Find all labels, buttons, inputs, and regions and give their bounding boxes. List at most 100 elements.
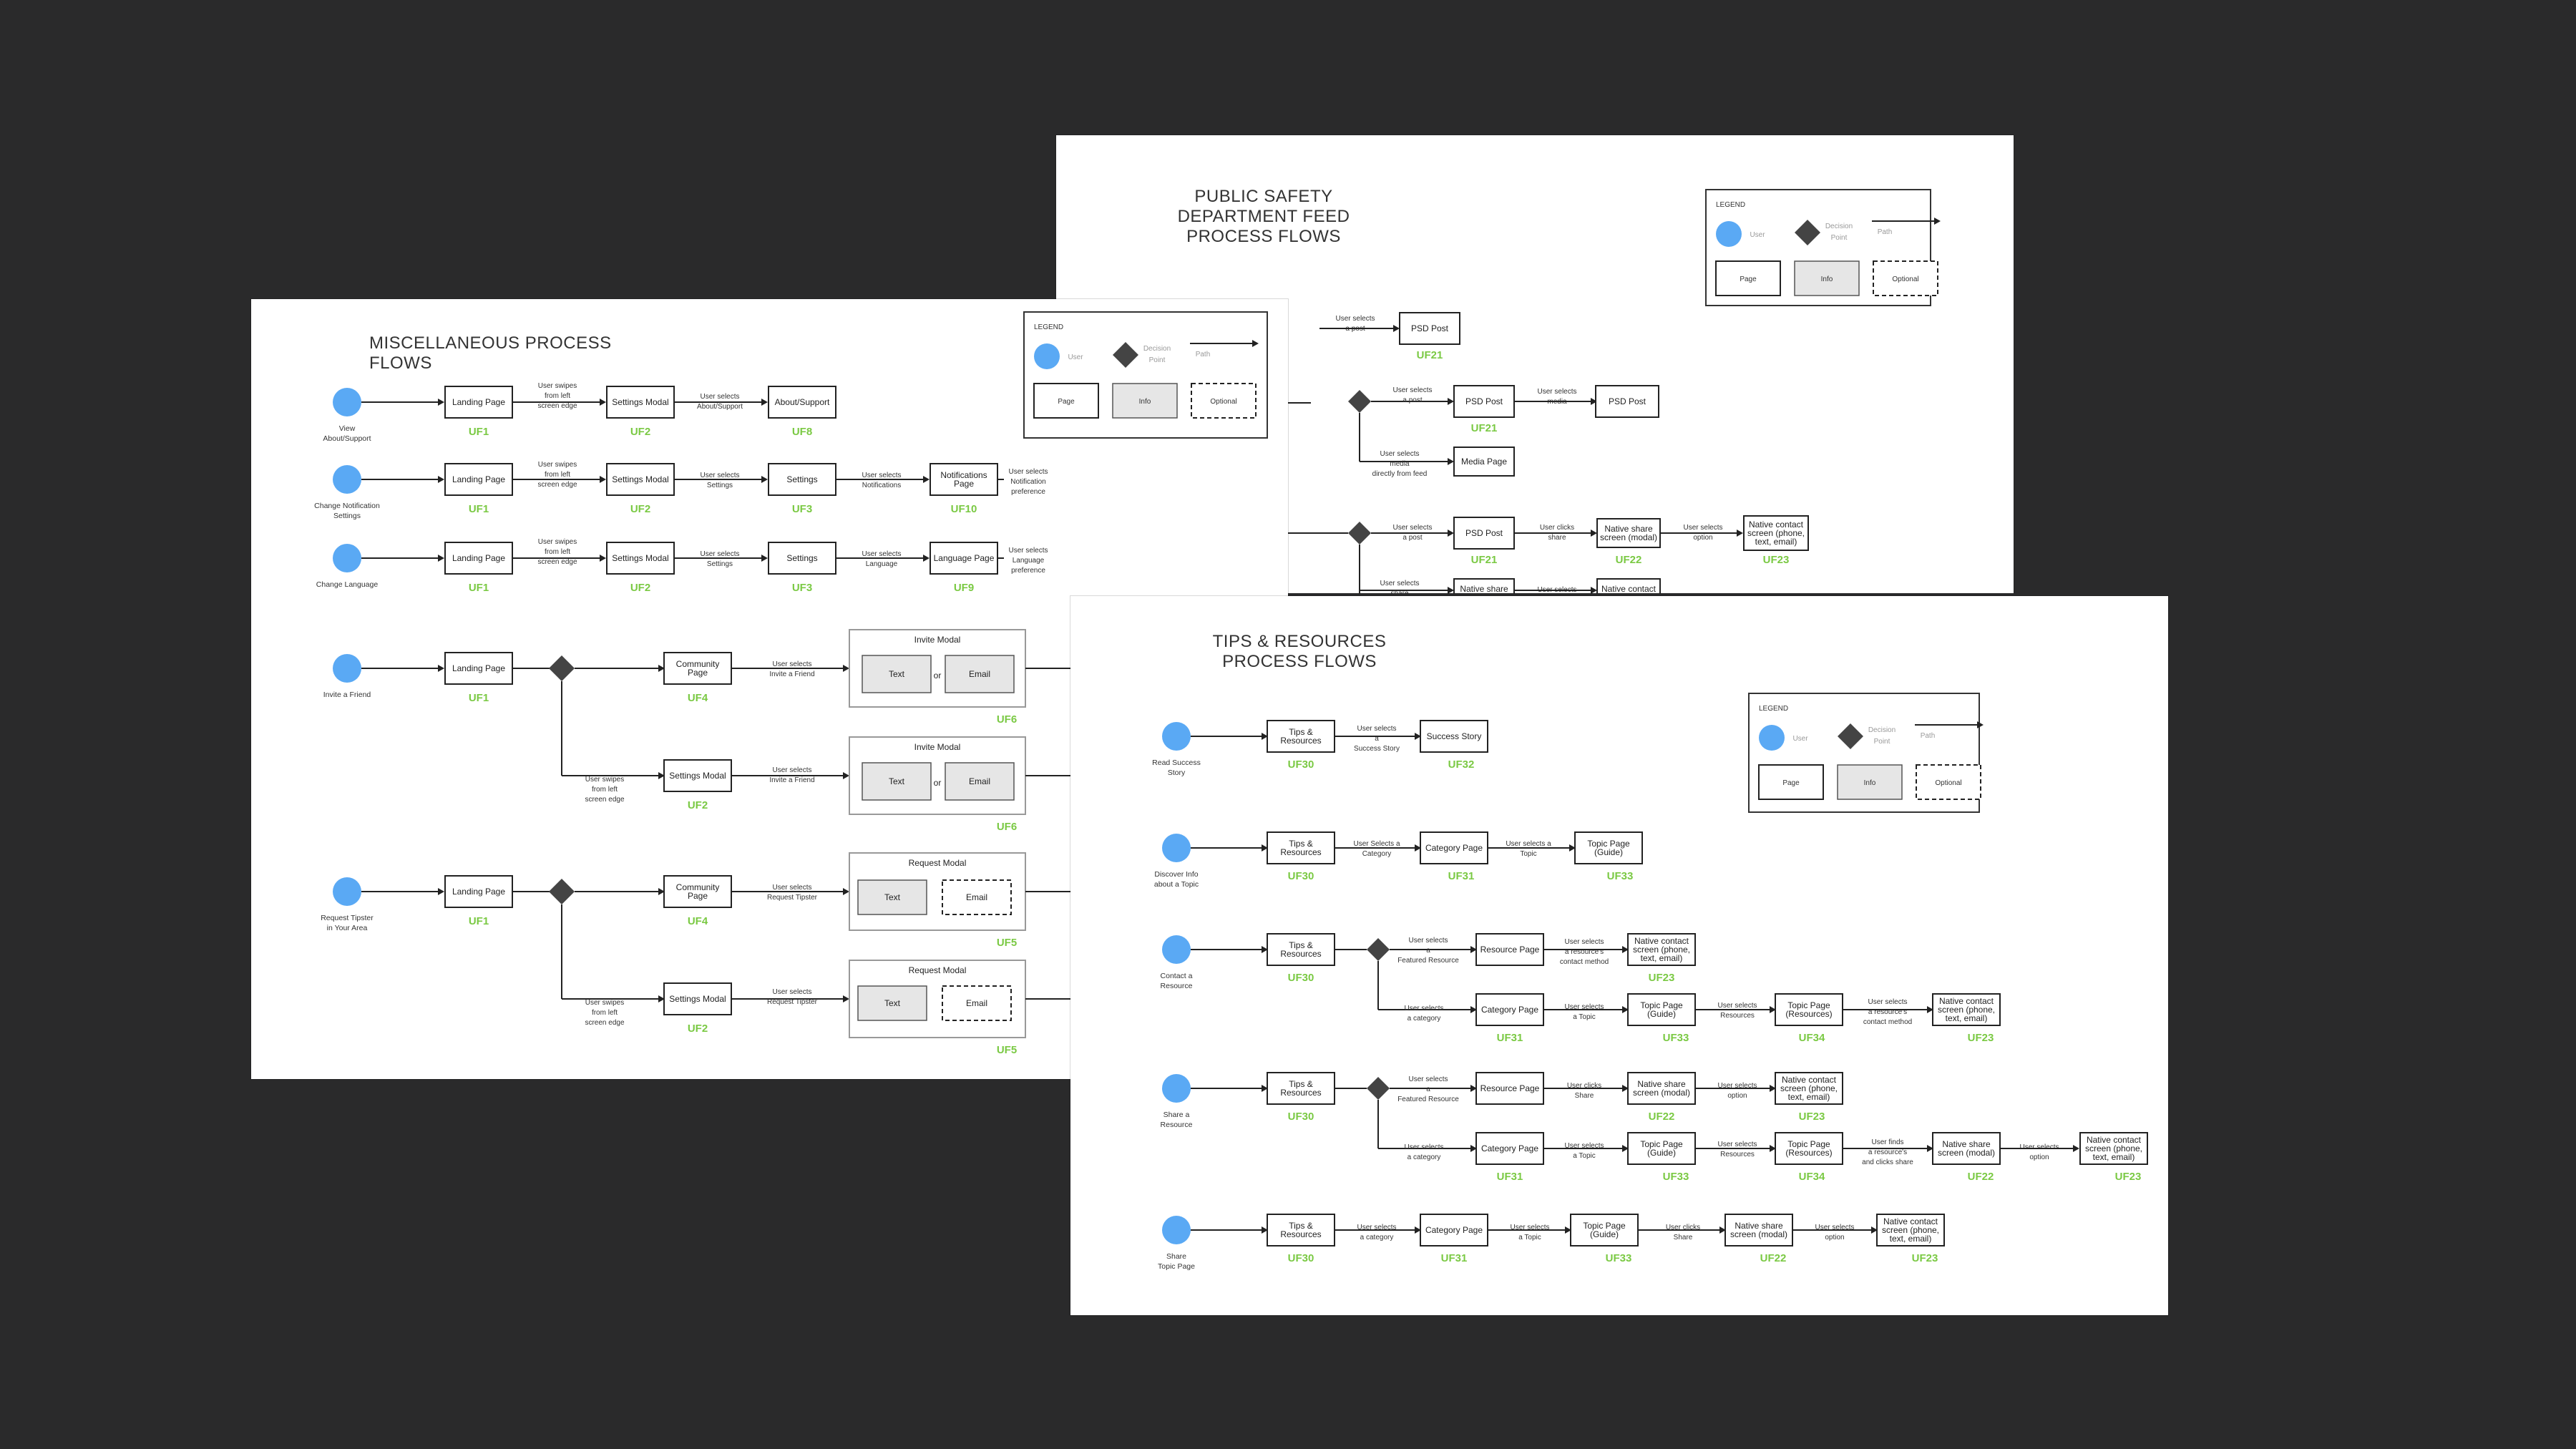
page-box bbox=[663, 875, 732, 908]
page-box bbox=[1453, 385, 1515, 418]
uf-code: UF22 bbox=[1760, 1252, 1787, 1264]
page-box-label: Native contact bbox=[1939, 996, 1994, 1006]
path-arrowhead bbox=[1262, 1226, 1268, 1234]
page-box-label: screen (modal) bbox=[1938, 1148, 1995, 1158]
action-label: User selects bbox=[1392, 524, 1432, 532]
page-box-label: (Resources) bbox=[1785, 1148, 1832, 1158]
page-box-label: PSD Post bbox=[1465, 396, 1503, 406]
page-box bbox=[1775, 993, 1843, 1026]
option-label: Text bbox=[889, 776, 905, 786]
page-box-label: PSD Post bbox=[1465, 528, 1503, 538]
action-label: a category bbox=[1407, 1153, 1441, 1161]
uf-code: UF2 bbox=[688, 1023, 708, 1035]
action-label: User selects bbox=[1408, 937, 1448, 945]
page-box-label: Success Story bbox=[1427, 731, 1482, 741]
action-label: User finds bbox=[1871, 1138, 1903, 1146]
page-box-label: Topic Page bbox=[1583, 1221, 1626, 1231]
page-box-label: text, email) bbox=[1890, 1234, 1932, 1244]
action-label: Category bbox=[1362, 850, 1392, 858]
page-box-label: Native share bbox=[1637, 1079, 1686, 1089]
page-box-label: screen (phone, bbox=[1747, 528, 1805, 538]
user-label: Resource bbox=[1161, 982, 1193, 990]
path-arrowhead bbox=[843, 888, 849, 895]
path-arrowhead bbox=[923, 555, 930, 562]
legend-optional-swatch bbox=[1916, 764, 1981, 800]
user-label: Share a bbox=[1163, 1111, 1190, 1119]
page-box-label: Settings Modal bbox=[612, 553, 668, 563]
page-box-label: Landing Page bbox=[452, 474, 505, 484]
legend-decision-label: Point bbox=[1149, 356, 1166, 364]
uf-code: UF23 bbox=[1799, 1111, 1825, 1123]
sheet-title: PUBLIC SAFETY DEPARTMENT FEED PROCESS FL… bbox=[1149, 187, 1378, 247]
action-label: Request Tipster bbox=[767, 998, 818, 1006]
page-box bbox=[1932, 993, 2001, 1026]
uf-code: UF22 bbox=[1616, 554, 1642, 566]
decision-point-icon bbox=[1367, 938, 1390, 961]
text-option bbox=[857, 879, 927, 915]
page-box-label: Resources bbox=[1280, 1229, 1321, 1239]
path-arrowhead bbox=[1262, 946, 1268, 953]
action-label: User clicks bbox=[1666, 1224, 1700, 1231]
path-arrowhead bbox=[923, 476, 930, 483]
page-box-label: (Guide) bbox=[1647, 1148, 1676, 1158]
path-arrowhead bbox=[1262, 844, 1268, 852]
path-arrowhead bbox=[1415, 733, 1421, 740]
uf-code: UF23 bbox=[1649, 972, 1675, 984]
modal-title: Invite Modal bbox=[914, 635, 961, 645]
action-label: a post bbox=[1402, 534, 1422, 542]
action-label: and clicks share bbox=[1862, 1158, 1913, 1166]
path-arrowhead bbox=[1470, 1145, 1477, 1152]
user-icon bbox=[1162, 1074, 1191, 1103]
uf-code: UF22 bbox=[1649, 1111, 1675, 1123]
legend-decision-label: Decision bbox=[1825, 223, 1853, 230]
page-box-label: Tips & bbox=[1289, 1079, 1313, 1089]
page-box-label: Settings bbox=[786, 553, 817, 563]
action-label: from left bbox=[545, 392, 570, 400]
uf-code: UF34 bbox=[1799, 1171, 1825, 1183]
path-arrowhead bbox=[658, 772, 665, 779]
page-box-label: Native contact bbox=[1782, 1075, 1837, 1085]
path-arrowhead bbox=[658, 995, 665, 1002]
page-box-label: Tips & bbox=[1289, 727, 1313, 737]
page-box-label: Resources bbox=[1280, 736, 1321, 746]
action-label: a post bbox=[1402, 396, 1422, 404]
uf-code: UF33 bbox=[1663, 1171, 1689, 1183]
action-label: a Topic bbox=[1573, 1013, 1596, 1021]
legend-info-swatch bbox=[1112, 383, 1178, 419]
page-box bbox=[768, 386, 836, 419]
action-label: Resources bbox=[1720, 1012, 1755, 1020]
user-label: Read Success bbox=[1152, 758, 1201, 767]
user-label: Topic Page bbox=[1158, 1262, 1195, 1271]
uf-code: UF2 bbox=[630, 503, 650, 515]
or-label: or bbox=[934, 778, 942, 788]
action-label: preference bbox=[1011, 567, 1045, 575]
user-icon bbox=[1759, 725, 1785, 751]
path-arrowhead bbox=[1415, 1226, 1421, 1234]
page-box bbox=[663, 982, 732, 1015]
modal-title: Request Modal bbox=[909, 858, 967, 868]
page-box-label: Resource Page bbox=[1480, 945, 1540, 955]
page-box bbox=[1876, 1214, 1945, 1246]
path-arrowhead bbox=[843, 772, 849, 779]
page-box-label: Native contact bbox=[2087, 1135, 2142, 1145]
action-label: User clicks bbox=[1567, 1082, 1601, 1090]
legend-page-swatch bbox=[1715, 260, 1781, 296]
page-box-label: text, email) bbox=[1788, 1092, 1830, 1102]
legend-page-label: Page bbox=[1740, 275, 1757, 283]
page-box bbox=[1627, 1132, 1696, 1165]
path-arrowhead bbox=[843, 995, 849, 1002]
page-box-label: Landing Page bbox=[452, 397, 505, 407]
page-box bbox=[1399, 312, 1460, 345]
page-box-label: Tips & bbox=[1289, 940, 1313, 950]
page-box bbox=[606, 542, 675, 575]
uf-code: UF31 bbox=[1448, 870, 1475, 882]
uf-code: UF33 bbox=[1606, 1252, 1632, 1264]
path-arrowhead bbox=[438, 476, 444, 483]
user-icon bbox=[1162, 722, 1191, 751]
path-arrowhead bbox=[1622, 1006, 1629, 1013]
uf-code: UF30 bbox=[1288, 972, 1314, 984]
page-box-label: screen (phone, bbox=[1633, 945, 1690, 955]
action-label: Settings bbox=[707, 560, 733, 568]
user-label: Contact a bbox=[1161, 972, 1193, 980]
